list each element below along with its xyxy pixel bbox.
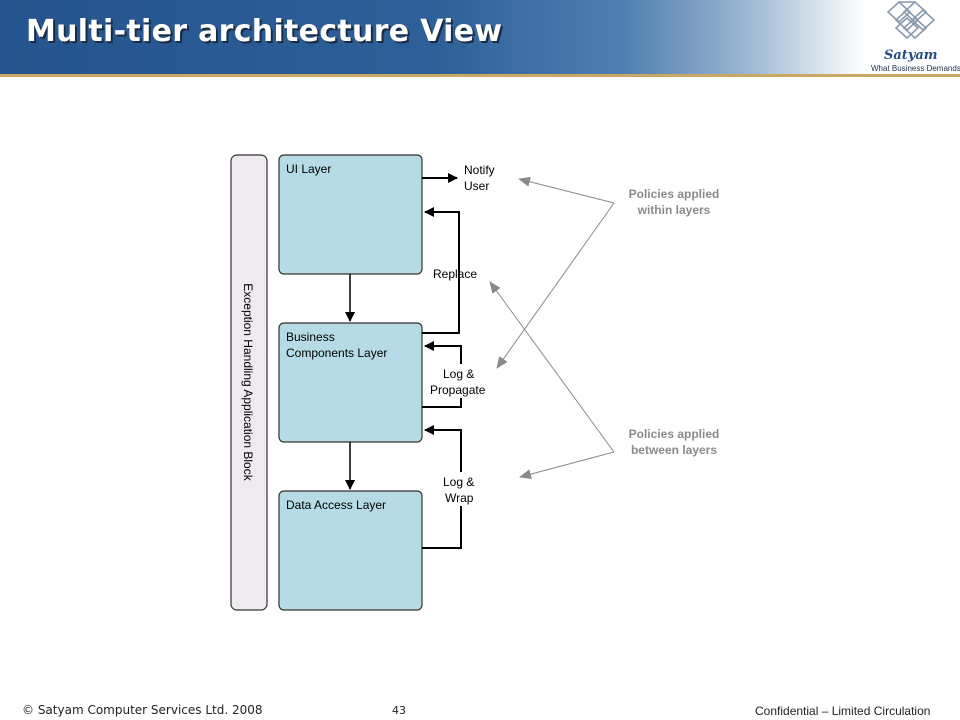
satyam-logo-icon — [886, 0, 936, 40]
footer-copyright: © Satyam Computer Services Ltd. 2008 — [22, 703, 263, 717]
pointer-within-to-propagate — [496, 202, 615, 369]
business-layer-label-line1: Business — [286, 330, 335, 344]
logo-tagline: What Business Demands. — [871, 64, 960, 73]
log-wrap-label-bg — [436, 472, 480, 506]
data-access-layer-box — [278, 490, 423, 611]
page-number: 43 — [392, 704, 406, 717]
log-propagate-label-line1: Log & — [443, 367, 474, 381]
slide-title: Multi-tier architecture View — [26, 14, 503, 49]
notify-label-line1: Notify — [464, 163, 495, 177]
pointer-between-to-replace — [489, 281, 615, 453]
exception-handling-block — [230, 154, 268, 611]
log-wrap-label-line1: Log & — [443, 475, 474, 489]
log-propagate-label-line2: Propagate — [430, 383, 486, 397]
notify-label-line2: User — [464, 179, 489, 193]
title-bar — [0, 0, 960, 76]
business-layer-label-line2: Components Layer — [286, 346, 387, 360]
title-bar-underline — [0, 74, 960, 77]
footer-confidential: Confidential – Limited Circulation — [755, 704, 931, 718]
data-access-layer-label: Data Access Layer — [286, 498, 386, 512]
arrow-replace — [422, 207, 460, 334]
policies-between-line1: Policies applied — [629, 427, 720, 441]
policies-within-line2: within layers — [637, 203, 711, 217]
pointer-within-to-notify — [518, 176, 615, 204]
policies-within-line1: Policies applied — [629, 187, 720, 201]
policies-between-line2: between layers — [631, 443, 717, 457]
exception-handling-label: Exception Handling Application Block — [241, 283, 255, 481]
log-propagate-label-bg — [428, 364, 494, 398]
log-wrap-label-line2: Wrap — [445, 491, 474, 505]
replace-label: Replace — [433, 267, 477, 281]
logo-name: Satyam — [884, 48, 938, 63]
ui-layer-label: UI Layer — [286, 162, 331, 176]
pointer-between-to-wrap — [519, 451, 615, 480]
